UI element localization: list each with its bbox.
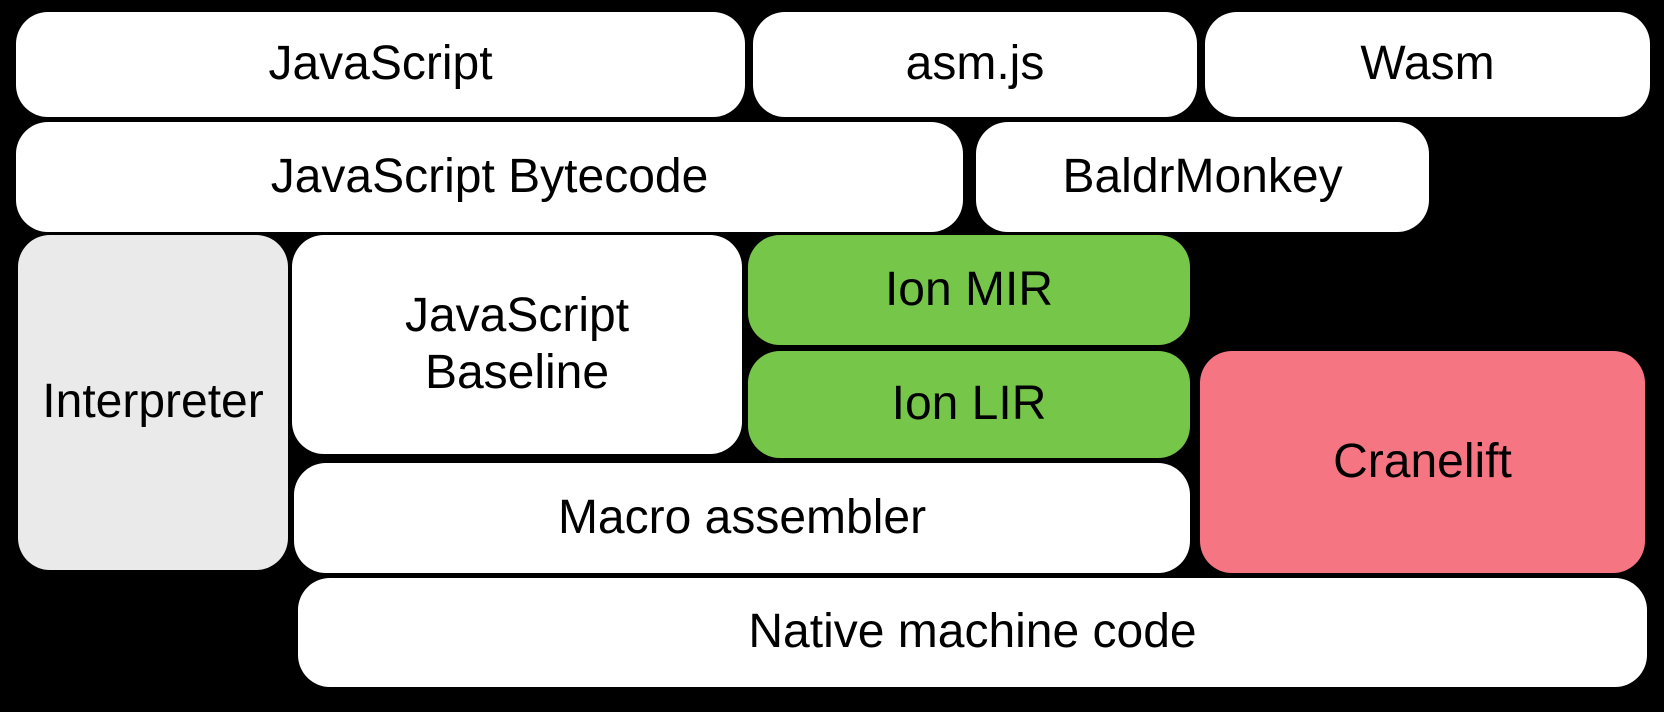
node-native-machine-code: Native machine code [298,578,1647,687]
node-javascript-baseline: JavaScript Baseline [292,235,742,454]
node-asmjs: asm.js [753,12,1197,117]
node-baldrmonkey: BaldrMonkey [976,122,1429,232]
node-ion-lir: Ion LIR [748,351,1190,458]
node-macro-assembler: Macro assembler [294,463,1190,573]
node-wasm: Wasm [1205,12,1650,117]
node-javascript: JavaScript [16,12,745,117]
node-javascript-bytecode: JavaScript Bytecode [16,122,963,232]
node-interpreter: Interpreter [18,235,288,570]
node-ion-mir: Ion MIR [748,235,1190,345]
node-cranelift: Cranelift [1200,351,1645,573]
